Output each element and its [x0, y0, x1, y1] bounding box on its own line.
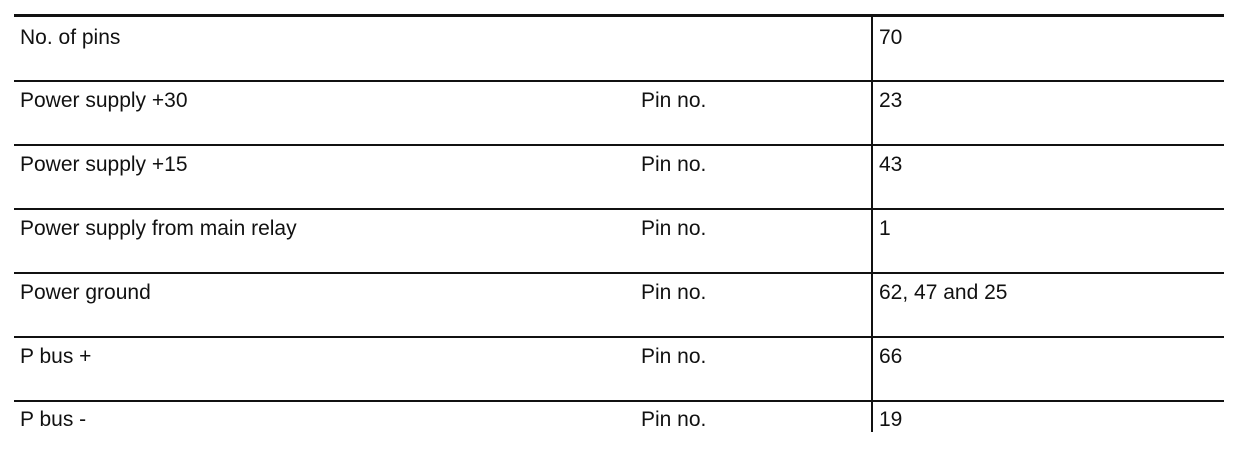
table-row: Power supply from main relay Pin no. 1 [14, 208, 1224, 272]
row-separator [14, 80, 1224, 82]
row-separator [14, 208, 1224, 210]
row-separator [14, 336, 1224, 338]
table-row: P bus - Pin no. 19 [14, 400, 1224, 464]
row-label: Power supply +30 [20, 89, 188, 112]
row-value: 70 [879, 26, 903, 49]
table-row: P bus + Pin no. 66 [14, 336, 1224, 400]
row-sublabel: Pin no. [641, 217, 707, 240]
row-value: 66 [879, 345, 903, 368]
table-row: Power supply +30 Pin no. 23 [14, 80, 1224, 144]
row-separator [14, 400, 1224, 402]
row-value: 62, 47 and 25 [879, 281, 1008, 304]
row-value: 23 [879, 89, 903, 112]
row-separator [14, 272, 1224, 274]
row-sublabel: Pin no. [641, 153, 707, 176]
row-sublabel: Pin no. [641, 345, 707, 368]
row-value: 19 [879, 408, 903, 431]
value-column-divider [871, 16, 873, 432]
row-value: 1 [879, 217, 891, 240]
row-label: No. of pins [20, 26, 121, 49]
table-row: Power supply +15 Pin no. 43 [14, 144, 1224, 208]
row-label: Power ground [20, 281, 151, 304]
row-separator [14, 144, 1224, 146]
pin-assignment-table: No. of pins 70 Power supply +30 Pin no. … [14, 0, 1224, 450]
row-sublabel: Pin no. [641, 281, 707, 304]
table-row: Power ground Pin no. 62, 47 and 25 [14, 272, 1224, 336]
row-value: 43 [879, 153, 903, 176]
row-label: P bus - [20, 408, 87, 431]
row-label: Power supply from main relay [20, 217, 297, 240]
table-row: No. of pins 70 [14, 16, 1224, 80]
row-sublabel: Pin no. [641, 408, 707, 431]
table-top-rule [14, 14, 1224, 17]
row-sublabel: Pin no. [641, 89, 707, 112]
row-label: P bus + [20, 345, 92, 368]
row-label: Power supply +15 [20, 153, 188, 176]
